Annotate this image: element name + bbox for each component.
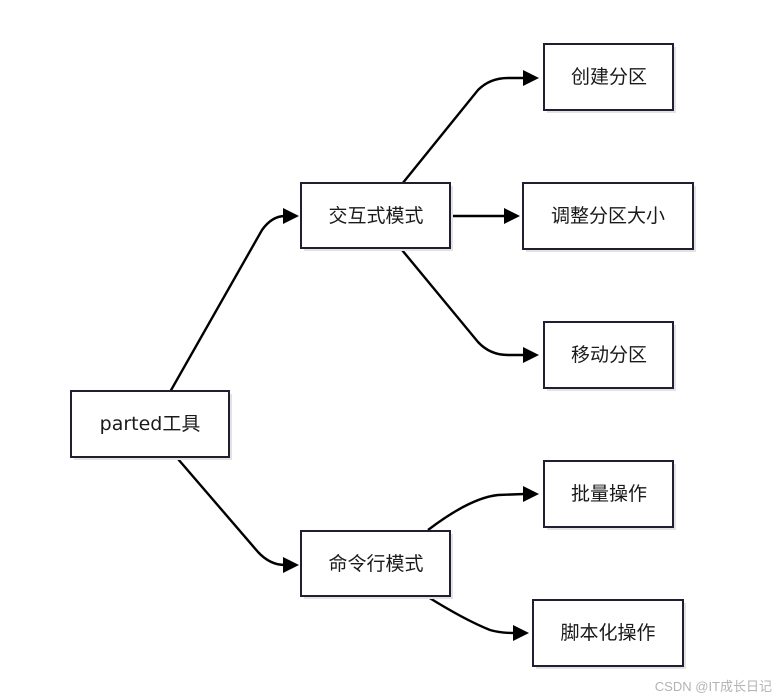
arrowhead-root-cli [283,557,299,573]
edge-interactive-create [401,76,524,185]
edges [168,70,539,641]
edge-cli-script [427,595,515,635]
node-box [522,182,694,250]
node-box [532,599,684,667]
node-box [543,321,674,389]
arrowhead-interactive-create [523,70,539,86]
node-label-resize: 调整分区大小 [551,205,665,227]
node-box [543,460,674,528]
node-box [543,43,674,111]
node-root: parted工具 [70,390,232,460]
edge-interactive-move [401,249,524,357]
edge-cli-batch [427,492,525,531]
arrowhead-cli-batch [523,486,539,502]
node-box [70,390,230,458]
node-move: 移动分区 [543,321,676,391]
edge-root-interactive [168,214,286,393]
node-label-root: parted工具 [100,413,201,435]
node-label-create: 创建分区 [571,66,647,88]
arrowhead-cli-script [513,625,529,641]
node-resize: 调整分区大小 [522,182,696,252]
node-label-batch: 批量操作 [571,483,647,505]
node-box [300,530,451,597]
node-label-interactive: 交互式模式 [328,205,423,227]
node-box [300,182,451,249]
node-create: 创建分区 [543,43,676,113]
watermark: CSDN @IT成长日记 [654,679,772,694]
arrowhead-interactive-move [523,347,539,363]
node-cli: 命令行模式 [300,530,453,599]
node-interactive: 交互式模式 [300,182,453,251]
node-batch: 批量操作 [543,460,676,530]
node-label-script: 脚本化操作 [560,622,655,644]
node-script: 脚本化操作 [532,599,686,669]
node-label-cli: 命令行模式 [328,553,423,575]
node-label-move: 移动分区 [571,344,647,366]
arrowhead-interactive-resize [504,208,520,224]
arrowhead-root-interactive [283,208,299,224]
edge-root-cli [177,458,286,567]
